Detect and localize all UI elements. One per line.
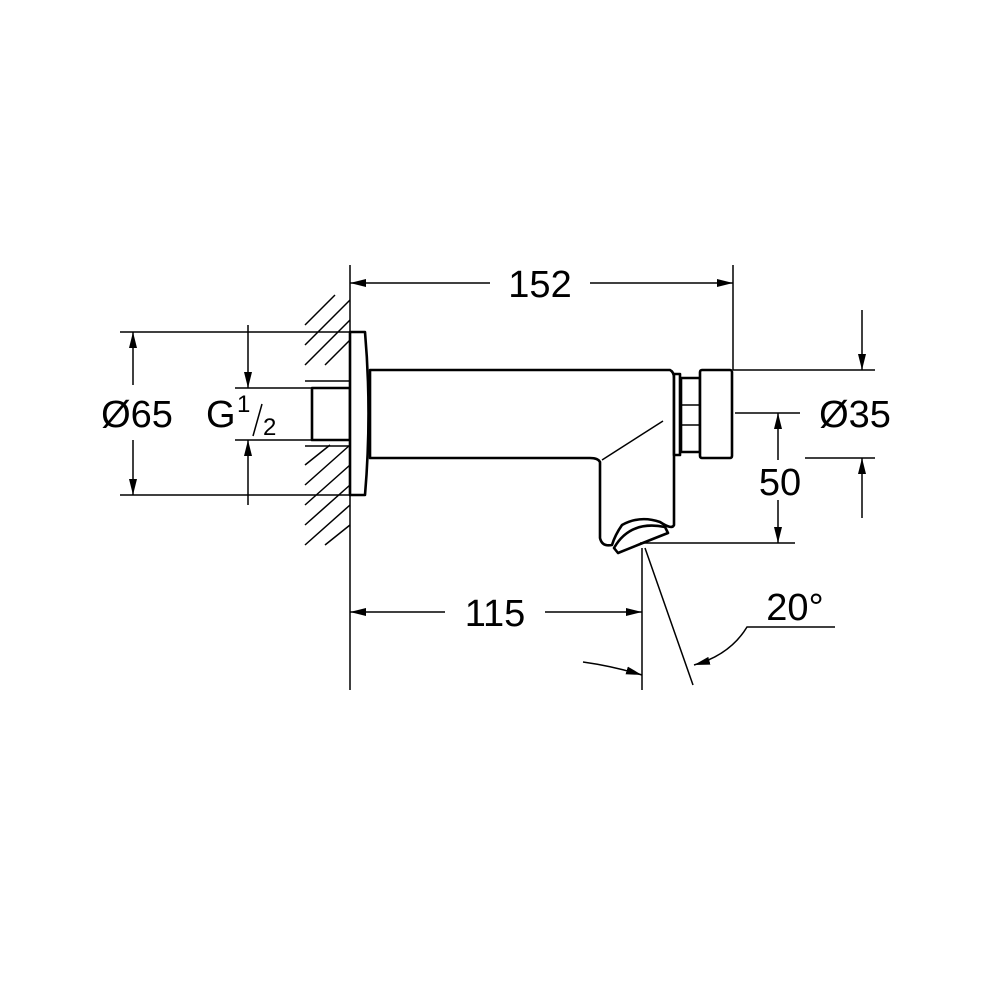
hex-nut xyxy=(679,376,702,454)
dimension-label: Ø65 xyxy=(101,394,173,436)
aerator xyxy=(612,524,670,555)
dimension-label: 50 xyxy=(759,462,801,504)
spray-line xyxy=(644,547,694,686)
dimension-diameter-35: Ø35 xyxy=(733,310,891,518)
thread-fraction-numerator: 1 xyxy=(237,391,250,418)
dimension-115: 115 xyxy=(350,548,643,690)
dimension-label: 115 xyxy=(465,593,526,635)
thread-label: G xyxy=(206,394,236,436)
dimension-diameter-65: Ø65 xyxy=(101,331,350,496)
body-edge xyxy=(601,420,664,461)
thread-fraction-denominator: 2 xyxy=(263,414,276,441)
wall-hatching xyxy=(304,294,351,546)
faucet-body xyxy=(310,330,734,555)
wall xyxy=(304,265,351,690)
dimension-thread: G 1 2 xyxy=(206,325,312,505)
dimension-label: Ø35 xyxy=(819,394,891,436)
push-button-cap xyxy=(698,368,734,460)
dimension-angle-20: 20° xyxy=(582,547,835,686)
dimension-label: 152 xyxy=(508,264,571,306)
dimension-label: 20° xyxy=(766,587,823,629)
threaded-connector xyxy=(310,386,352,442)
dimension-50: 50 xyxy=(640,412,801,544)
wall-flange xyxy=(348,330,370,497)
spout-body xyxy=(368,368,676,547)
dimension-152: 152 xyxy=(350,264,734,370)
